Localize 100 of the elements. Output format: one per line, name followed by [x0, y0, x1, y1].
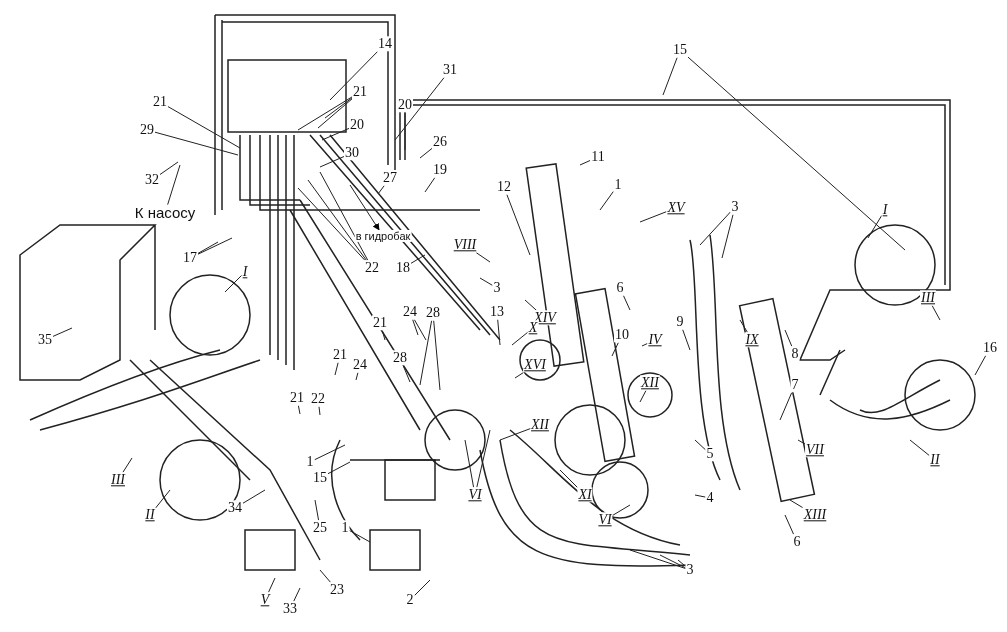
leader-line — [623, 295, 631, 311]
view-number: XV — [666, 200, 686, 216]
leader-line — [789, 499, 804, 509]
callout-number: 21 — [372, 315, 388, 331]
view-number: XII — [530, 417, 550, 433]
leader-line — [321, 127, 350, 141]
leader-line — [739, 319, 748, 333]
callout-number: 14 — [377, 36, 393, 52]
leader-line — [327, 461, 351, 475]
view-number: XII — [640, 375, 660, 391]
callout-number: 20 — [397, 97, 413, 113]
leader-line — [784, 329, 793, 347]
leader-line — [419, 320, 433, 386]
leader-line — [931, 305, 941, 321]
leader-line — [307, 179, 367, 261]
callout-number: 28 — [392, 350, 408, 366]
view-number: IX — [744, 332, 760, 348]
leader-line — [412, 319, 419, 336]
leader-line — [464, 439, 475, 488]
leader-line — [511, 331, 529, 346]
leader-line — [329, 51, 378, 101]
leader-line — [599, 190, 614, 211]
view-number: VIII — [452, 237, 478, 253]
leader-line — [659, 554, 686, 569]
leader-line — [662, 57, 678, 96]
leader-line — [52, 327, 73, 337]
leader-line — [414, 579, 431, 596]
callout-number: 10 — [614, 327, 630, 343]
leader-line — [314, 444, 346, 461]
leader-line — [524, 299, 537, 311]
leader-line — [159, 161, 179, 175]
view-number: VI — [467, 487, 483, 503]
leader-line — [197, 241, 219, 254]
leader-line — [682, 329, 691, 351]
leader-line — [324, 97, 353, 119]
callout-number: 28 — [425, 305, 441, 321]
view-number: XIII — [802, 507, 828, 523]
view-number: VII — [805, 442, 825, 458]
callout-number: 19 — [432, 162, 448, 178]
leader-line — [419, 147, 433, 159]
leader-line — [413, 319, 427, 341]
view-number: II — [144, 507, 156, 523]
leader-line — [687, 56, 906, 251]
leader-line — [867, 215, 883, 239]
callout-number: 31 — [442, 62, 458, 78]
leader-line — [197, 237, 233, 255]
view-number: VI — [597, 512, 613, 528]
callout-number: 22 — [310, 391, 326, 407]
view-number: XI — [577, 487, 593, 503]
callout-number: 30 — [344, 145, 360, 161]
view-number: I — [241, 264, 249, 280]
leader-line — [694, 494, 706, 498]
leader-line — [334, 362, 339, 376]
callout-number: 9 — [675, 314, 685, 330]
leader-line — [349, 530, 371, 543]
leader-line — [677, 559, 686, 567]
flow-direction-note: в гидробак — [354, 229, 412, 243]
leader-line — [479, 277, 493, 286]
leader-line — [355, 372, 359, 381]
leader-line — [319, 171, 369, 261]
callout-number: 8 — [790, 346, 800, 362]
leader-line — [293, 587, 301, 602]
callout-number: 24 — [352, 357, 368, 373]
leader-line — [694, 439, 706, 451]
leader-line — [499, 428, 531, 441]
leader-line — [377, 185, 385, 195]
leader-line — [559, 469, 578, 488]
leader-line — [314, 499, 320, 521]
callout-number: 27 — [382, 170, 398, 186]
view-number: IV — [647, 332, 663, 348]
callout-number: 15 — [672, 42, 688, 58]
callout-number: 21 — [332, 347, 348, 363]
leader-line — [318, 406, 321, 416]
leader-line — [268, 577, 276, 593]
leader-line — [974, 355, 987, 376]
leader-line — [797, 439, 806, 445]
view-number: II — [929, 452, 941, 468]
leader-line — [404, 112, 406, 151]
callout-number: 6 — [615, 280, 625, 296]
view-number: III — [920, 290, 936, 306]
leader-line — [506, 194, 531, 256]
leader-line — [639, 211, 667, 223]
view-number: I — [881, 202, 889, 218]
leader-line — [779, 392, 793, 421]
leader-line — [297, 405, 301, 415]
leader-line — [319, 156, 345, 168]
leader-line — [433, 320, 441, 391]
view-number: III — [110, 472, 126, 488]
callout-number: 24 — [402, 304, 418, 320]
leader-line — [514, 372, 524, 379]
leader-line — [784, 514, 795, 535]
leader-line — [611, 342, 619, 357]
leader-line — [297, 96, 353, 131]
leader-line — [167, 106, 241, 149]
leader-line — [381, 330, 386, 341]
view-number: XVI — [523, 357, 547, 373]
leader-line — [319, 569, 331, 583]
callout-number: 5 — [705, 446, 715, 462]
callout-number: 3 — [730, 199, 740, 215]
leader-line — [410, 254, 426, 264]
